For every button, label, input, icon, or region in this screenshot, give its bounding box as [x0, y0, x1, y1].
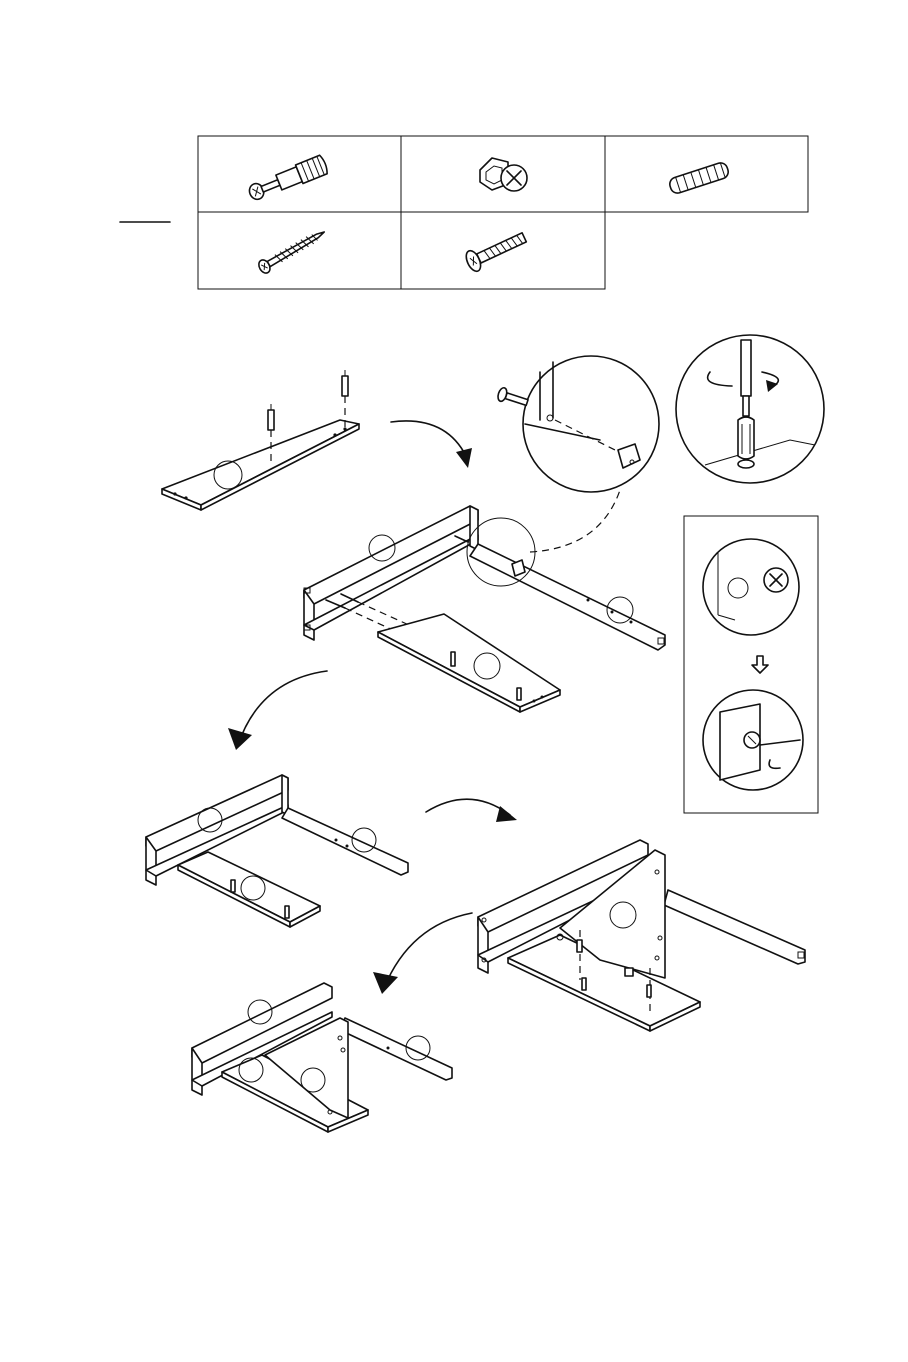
step-5-frame [192, 983, 452, 1132]
hardware-table [120, 136, 808, 289]
flow-arrow [238, 671, 327, 745]
cam-bolt-icon [246, 154, 329, 203]
flow-arrow-head [373, 972, 398, 994]
step-1-panel [162, 370, 359, 510]
step-4-frame [478, 840, 805, 1031]
wood-screw-icon [257, 226, 328, 275]
cam-lock-icon [480, 158, 527, 191]
step-2-frame [304, 506, 665, 712]
bolt-insertion-detail [496, 356, 659, 552]
flow-arrow [384, 913, 472, 988]
cam-lock-tightening-detail [684, 516, 818, 813]
machine-bolt-icon [496, 387, 529, 410]
wooden-dowel-icon [668, 161, 730, 195]
step-3-frame [146, 775, 408, 927]
machine-bolt-icon [463, 227, 528, 273]
flow-arrow-head [456, 448, 472, 468]
flow-arrow-head [228, 728, 252, 750]
screwdriver-detail [676, 335, 824, 483]
flow-arrow [391, 421, 466, 456]
flow-arrow [426, 799, 510, 815]
